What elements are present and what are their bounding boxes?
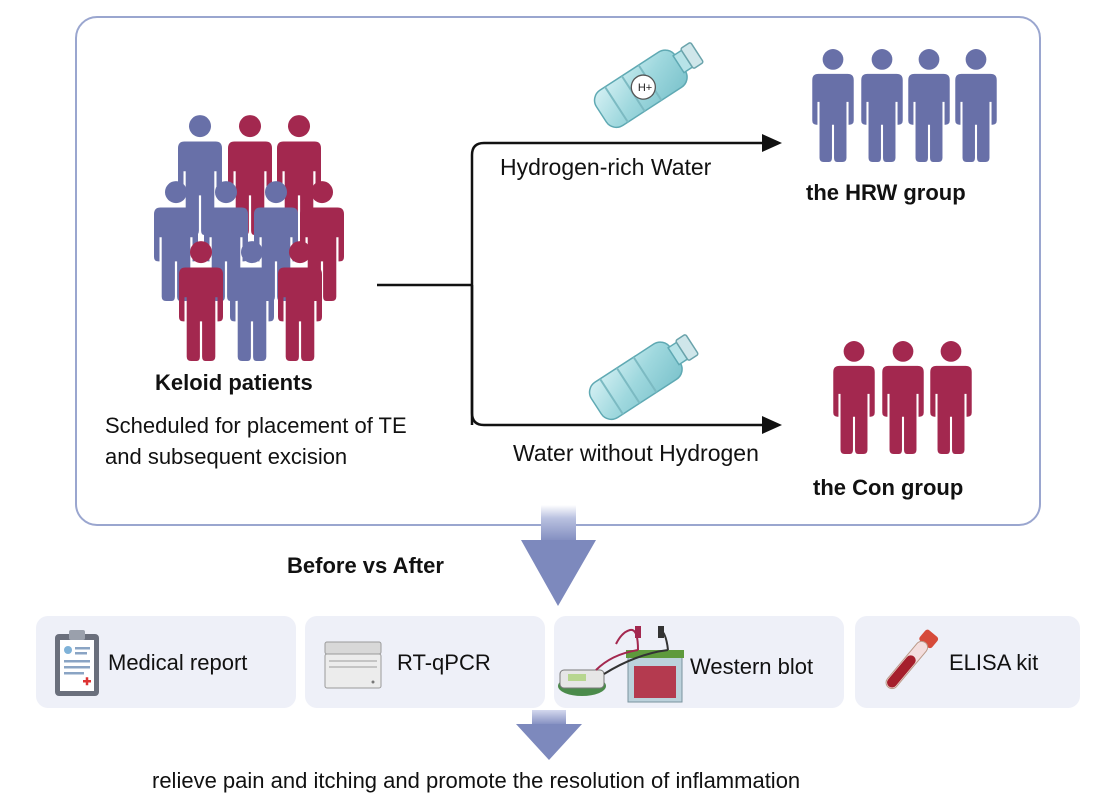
method-label-elisa-kit: ELISA kit <box>949 650 1039 675</box>
patients-title: Keloid patients <box>155 370 313 395</box>
down-arrow-icon <box>521 505 596 606</box>
western-blot-apparatus-icon <box>558 626 684 703</box>
method-elisa-kit: ELISA kit <box>855 616 1080 708</box>
method-medical-report: Medical report <box>36 616 296 708</box>
arrowhead-hrw <box>762 134 782 152</box>
allocation-arrows <box>377 141 765 427</box>
pcr-machine-icon <box>324 641 382 689</box>
comparison-label: Before vs After <box>287 553 444 578</box>
con-treatment-label: Water without Hydrogen <box>513 440 759 466</box>
hydrogen-water-bottle-icon <box>593 42 704 129</box>
arrowhead-con <box>762 416 782 434</box>
hydrogen-badge-text: H+ <box>638 82 652 94</box>
hrw-treatment-label: Hydrogen-rich Water <box>500 154 712 180</box>
plain-water-bottle-icon <box>588 334 699 421</box>
method-western-blot: Western blot <box>554 616 844 708</box>
method-label-western-blot: Western blot <box>690 654 814 679</box>
blood-tube-icon <box>885 629 939 690</box>
method-rt-qpcr: RT-qPCR <box>305 616 545 708</box>
method-label-medical-report: Medical report <box>108 650 248 675</box>
patient-crowd-icon <box>154 115 344 361</box>
hrw-group-icon <box>812 49 997 162</box>
method-label-rt-qpcr: RT-qPCR <box>397 650 491 675</box>
con-group-icon <box>833 341 972 454</box>
patients-description: Scheduled for placement of TE and subseq… <box>105 413 407 469</box>
outcome-statement: relieve pain and itching and promote the… <box>152 768 801 793</box>
result-arrow-icon <box>516 710 582 760</box>
con-group-label: the Con group <box>813 475 964 500</box>
clipboard-icon <box>55 630 99 696</box>
hrw-group-label: the HRW group <box>806 180 966 205</box>
